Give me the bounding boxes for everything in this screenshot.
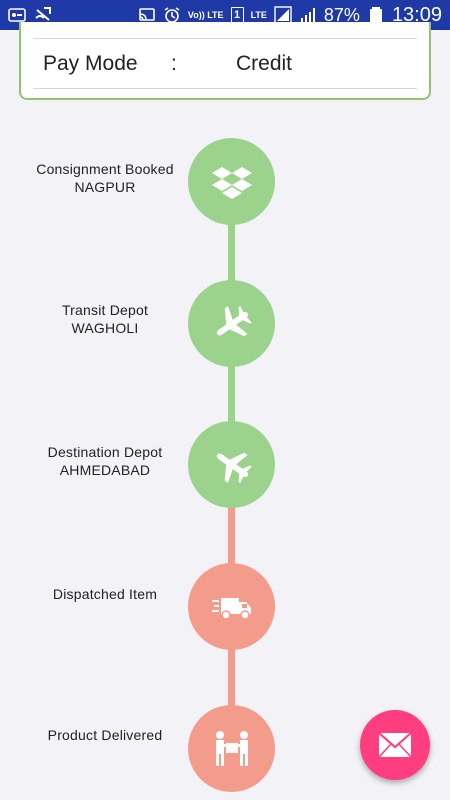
timeline-step-consignment-booked[interactable] (188, 138, 275, 225)
battery-icon (367, 6, 385, 24)
pay-mode-separator: : (171, 52, 177, 75)
timeline-step-label: Destination Depot AHMEDABAD (20, 443, 190, 479)
timeline-connector (228, 224, 235, 284)
timeline-step-label: Product Delivered (20, 726, 190, 744)
volte-indicator: Vo)) LTE (187, 9, 224, 20)
step-place: AHMEDABAD (59, 462, 151, 478)
signal-bars-icon (299, 6, 317, 24)
divider (33, 38, 417, 39)
handover-icon (215, 730, 248, 766)
timeline-step-label: Transit Depot WAGHOLI (20, 301, 190, 337)
timeline-step-transit-depot[interactable] (188, 280, 275, 367)
mail-icon (378, 732, 412, 758)
timeline-connector (228, 506, 235, 566)
mail-fab-button[interactable] (360, 710, 430, 780)
step-title: Consignment Booked (36, 161, 174, 177)
timeline-step-label: Consignment Booked NAGPUR (20, 160, 190, 196)
pay-mode-label: Pay Mode (43, 52, 138, 75)
timeline-step-product-delivered[interactable] (188, 705, 275, 792)
clock: 13:09 (391, 3, 442, 26)
battery-percent: 87% (323, 4, 360, 25)
step-title: Destination Depot (47, 444, 163, 460)
payment-card: Pay Mode : Credit (19, 22, 431, 100)
airplane-landing-icon (216, 452, 252, 483)
pay-mode-value: Credit (236, 52, 293, 75)
timeline-connector (228, 648, 235, 708)
timeline-step-destination-depot[interactable] (188, 421, 275, 508)
divider (33, 88, 417, 89)
screen-cast-notification-icon (8, 6, 26, 24)
step-place: WAGHOLI (71, 320, 139, 336)
cast-icon (138, 6, 156, 24)
airplane-icon (216, 305, 252, 336)
step-title: Transit Depot (61, 302, 149, 318)
step-place: NAGPUR (74, 179, 136, 195)
timeline-step-label: Dispatched Item (20, 585, 190, 603)
dropbox-icon (211, 166, 252, 199)
sim-indicator: 1 (230, 6, 244, 24)
timeline-step-dispatched-item[interactable] (188, 563, 275, 650)
delivery-truck-icon (211, 597, 251, 620)
step-title: Dispatched Item (52, 586, 158, 602)
lte-indicator: LTE (250, 9, 267, 20)
step-title: Product Delivered (47, 727, 163, 743)
timeline-connector (228, 365, 235, 425)
missed-call-icon (34, 6, 52, 24)
